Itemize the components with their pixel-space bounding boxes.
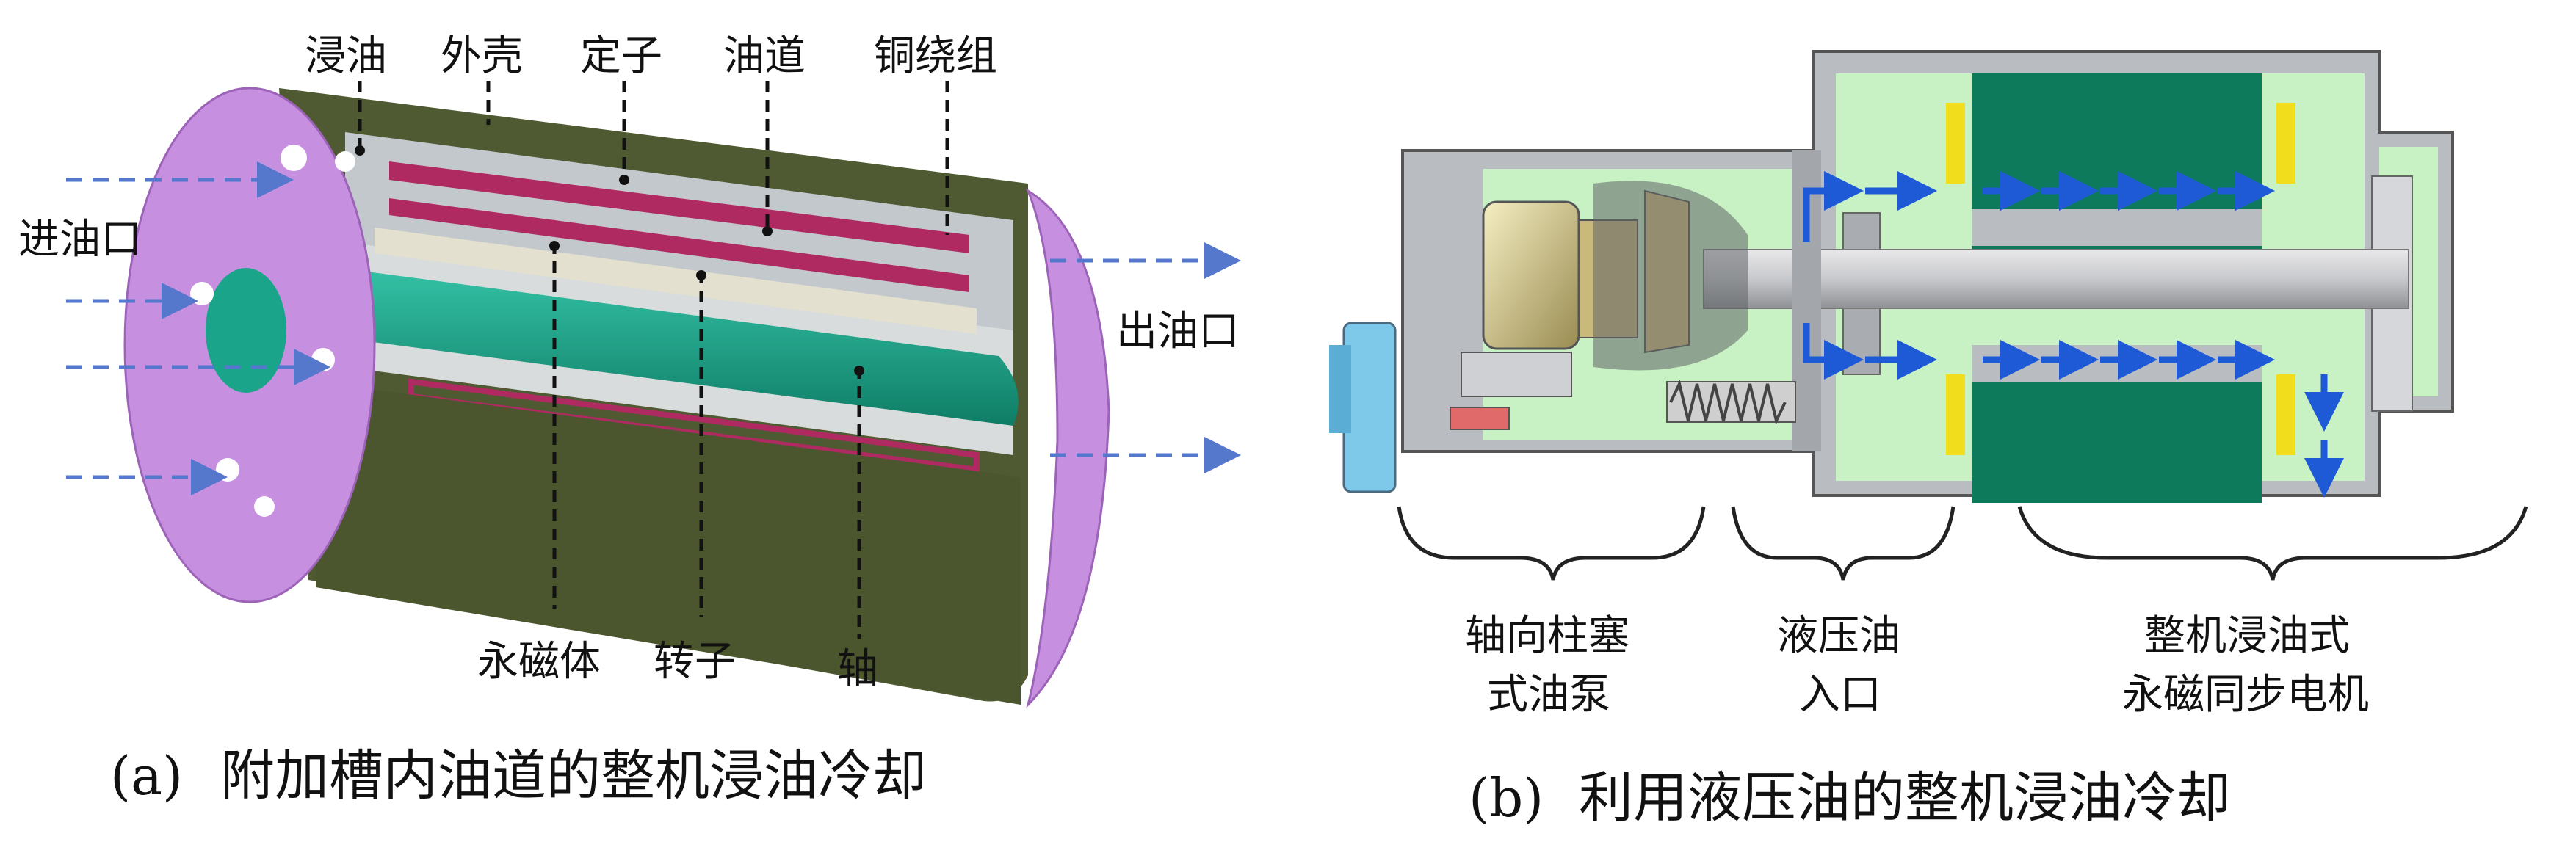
caption-a-prefix: (a) [110, 745, 183, 807]
panel-b-pump-motor-section: 轴向柱塞 式油泵 液压油 入口 整机浸油式 永磁同步电机 (b) 利用液压油的整… [1329, 50, 2528, 829]
label-pump-line2: 式油泵 [1487, 671, 1610, 719]
label-inlet-line1: 液压油 [1777, 612, 1900, 660]
caption-b-text: 利用液压油的整机浸油冷却 [1579, 766, 2231, 829]
rotor-band [375, 228, 977, 334]
leader-dot-yongciti [549, 241, 560, 251]
control-valve-port [1329, 345, 1351, 433]
bolt-hole-6 [254, 496, 275, 517]
flow-top-bend [1803, 171, 1864, 242]
spring-coil [1669, 380, 1787, 425]
oil-flow-arrows [1803, 171, 2344, 498]
label-youdao: 油道 [723, 32, 806, 80]
leader-dot-dingzi [619, 175, 629, 185]
label-zhou: 轴 [837, 645, 878, 693]
brace-motor [2017, 506, 2528, 581]
label-chuyoukou: 出油口 [1116, 308, 1240, 355]
label-motor-line1: 整机浸油式 [2144, 612, 2350, 660]
panel-a-motor-cutaway: 浸油 外壳 定子 油道 铜绕组 进油口 出油口 永磁体 转子 轴 (a) 附加槽… [18, 32, 1241, 807]
brace-pump [1397, 506, 1706, 581]
label-yongciti: 永磁体 [477, 638, 601, 686]
bolt-hole-2 [335, 151, 355, 172]
flange-right [1025, 188, 1110, 708]
flange-left-bore [206, 268, 286, 393]
label-dingzi: 定子 [580, 32, 662, 80]
coil-end-4 [2276, 374, 2295, 455]
label-pump-line1: 轴向柱塞 [1465, 612, 1629, 660]
label-zhuanzi: 转子 [654, 638, 736, 686]
brace-inlet [1731, 506, 1955, 581]
label-jinyoukou: 进油口 [18, 216, 142, 264]
caption-b-prefix: (b) [1469, 767, 1544, 829]
pump-cylinder [1482, 200, 1580, 350]
rotor-core [367, 272, 1019, 426]
label-waike: 外壳 [441, 32, 523, 80]
leader-dot-youdao [762, 226, 773, 236]
control-valve-red [1450, 407, 1510, 430]
bolt-hole-3 [190, 282, 214, 305]
label-jinyou: 浸油 [305, 32, 387, 80]
flow-bot-bend [1803, 323, 1864, 380]
coil-end-2 [2276, 103, 2295, 184]
coil-end-3 [1946, 374, 1965, 455]
leader-dot-jinyou [355, 145, 365, 156]
coil-end-1 [1946, 103, 1965, 184]
control-piston [1461, 352, 1572, 397]
stator-gap-top [1972, 209, 2262, 246]
control-valve-blue [1342, 322, 1397, 493]
stator-bar-2 [389, 198, 969, 292]
leader-dot-zhuanzi [696, 270, 706, 280]
axial-piston-pump [1329, 181, 1796, 493]
stator-bar-1 [389, 161, 969, 253]
bolt-hole-5 [216, 458, 239, 482]
leader-dot-zhou [854, 366, 864, 376]
stator-gap-bottom [1972, 345, 2262, 382]
label-motor-line2: 永磁同步电机 [2122, 671, 2369, 719]
bolt-hole-1 [281, 145, 307, 171]
magnet-loop [408, 378, 980, 473]
caption-a-text: 附加槽内油道的整机浸油冷却 [220, 744, 927, 807]
pump-housing-dark [1593, 181, 1748, 371]
housing-lower-shell [316, 382, 1021, 705]
label-inlet-line2: 入口 [1799, 671, 1881, 719]
label-tongraozu: 铜绕组 [874, 32, 997, 80]
